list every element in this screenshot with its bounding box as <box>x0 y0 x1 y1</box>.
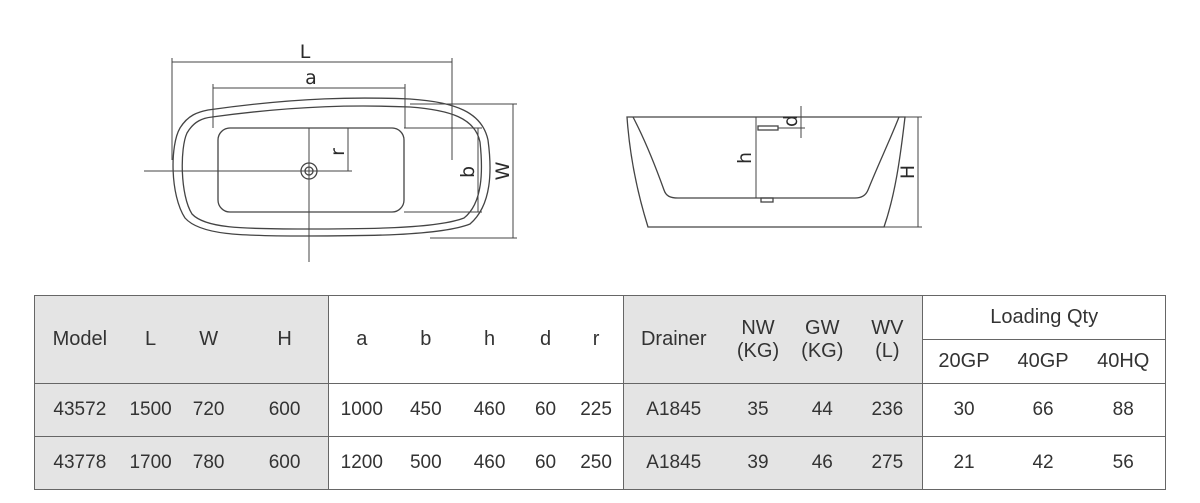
cell-20gp: 21 <box>922 436 1005 490</box>
label-h: h <box>734 152 756 164</box>
header-gw-line1: GW <box>805 316 840 339</box>
bathtub-dimension-drawing: L a r b W h d H <box>144 41 922 262</box>
cell-wv: 275 <box>852 436 924 490</box>
header-wv-line1: WV <box>871 316 904 339</box>
drain-fitting <box>760 197 774 203</box>
cell-r: 250 <box>569 436 624 490</box>
cell-40gp: 42 <box>1004 436 1082 490</box>
cell-a: 1000 <box>328 383 395 437</box>
cell-gw: 44 <box>792 383 853 437</box>
cell-nw: 35 <box>723 383 793 437</box>
label-L: L <box>300 41 311 63</box>
header-gw-line2: (KG) <box>801 339 844 362</box>
header-drainer: Drainer <box>623 295 724 384</box>
cell-40gp: 66 <box>1004 383 1082 437</box>
cell-L: 1500 <box>124 383 177 437</box>
overflow-fitting <box>757 125 779 131</box>
spec-table: Model L W H a b h d r Drainer NW (KG) GW… <box>34 295 1166 490</box>
side-view <box>626 106 922 228</box>
cell-h: 460 <box>457 383 522 437</box>
header-40gp: 40GP <box>1004 339 1082 384</box>
tub-side-outline <box>626 116 906 228</box>
cell-H: 600 <box>240 436 330 490</box>
cell-40hq: 56 <box>1081 436 1166 490</box>
header-r: r <box>569 295 624 384</box>
cell-40hq: 88 <box>1081 383 1166 437</box>
tub-inner-rim <box>181 105 483 230</box>
cell-model: 43778 <box>34 436 125 490</box>
header-L: L <box>124 295 177 384</box>
header-40hq: 40HQ <box>1081 339 1166 384</box>
cell-d: 60 <box>521 383 570 437</box>
label-H: H <box>897 165 919 179</box>
header-h: h <box>483 328 496 350</box>
cell-model: 43572 <box>34 383 125 437</box>
header-nw-line1: NW <box>741 316 775 339</box>
cell-drainer: A1845 <box>623 436 724 490</box>
header-gw: GW (KG) <box>792 295 853 384</box>
cell-W: 780 <box>176 436 241 490</box>
label-r: r <box>327 148 349 156</box>
header-wv: WV (L) <box>852 295 924 384</box>
label-b: b <box>457 166 479 178</box>
table-row: 43572 1500 720 600 1000 450 460 60 225 A… <box>34 383 1166 437</box>
header-nw-line2: (KG) <box>736 339 780 362</box>
header-model: Model <box>34 295 125 384</box>
tub-outer-outline <box>172 97 491 237</box>
header-row-2: 20GP 40GP 40HQ <box>35 339 1166 384</box>
header-20gp: 20GP <box>922 339 1005 384</box>
label-W: W <box>492 161 514 180</box>
header-H: H <box>240 295 330 384</box>
header-W: W <box>176 295 241 384</box>
cell-a: 1200 <box>328 436 395 490</box>
cell-20gp: 30 <box>922 383 1005 437</box>
top-view <box>144 58 517 262</box>
header-row-1: Model L W H a b h d r Drainer NW (KG) GW… <box>34 295 1166 384</box>
header-d: d <box>539 328 552 350</box>
cell-nw: 39 <box>723 436 793 490</box>
cell-d: 60 <box>521 436 570 490</box>
cell-h: 460 <box>457 436 522 490</box>
header-b: b <box>420 328 432 350</box>
cell-r: 225 <box>569 383 624 437</box>
cell-gw: 46 <box>792 436 853 490</box>
header-nw: NW (KG) <box>723 295 793 384</box>
header-loading-qty: Loading Qty <box>990 306 1099 328</box>
cell-H: 600 <box>240 383 330 437</box>
header-wv-line2: (L) <box>875 339 900 362</box>
tub-basin <box>217 127 405 213</box>
header-a: a <box>356 328 368 350</box>
label-d: d <box>780 115 802 127</box>
label-a: a <box>305 67 317 89</box>
cell-b: 450 <box>394 383 458 437</box>
cell-wv: 236 <box>852 383 924 437</box>
cell-W: 720 <box>176 383 241 437</box>
table-row: 43778 1700 780 600 1200 500 460 60 250 A… <box>34 436 1166 490</box>
cell-b: 500 <box>394 436 458 490</box>
top-view-labels: L a r b W <box>300 41 514 180</box>
cell-L: 1700 <box>124 436 177 490</box>
cell-drainer: A1845 <box>623 383 724 437</box>
tub-side-inner <box>632 116 900 199</box>
side-view-labels: h d H <box>734 115 919 179</box>
